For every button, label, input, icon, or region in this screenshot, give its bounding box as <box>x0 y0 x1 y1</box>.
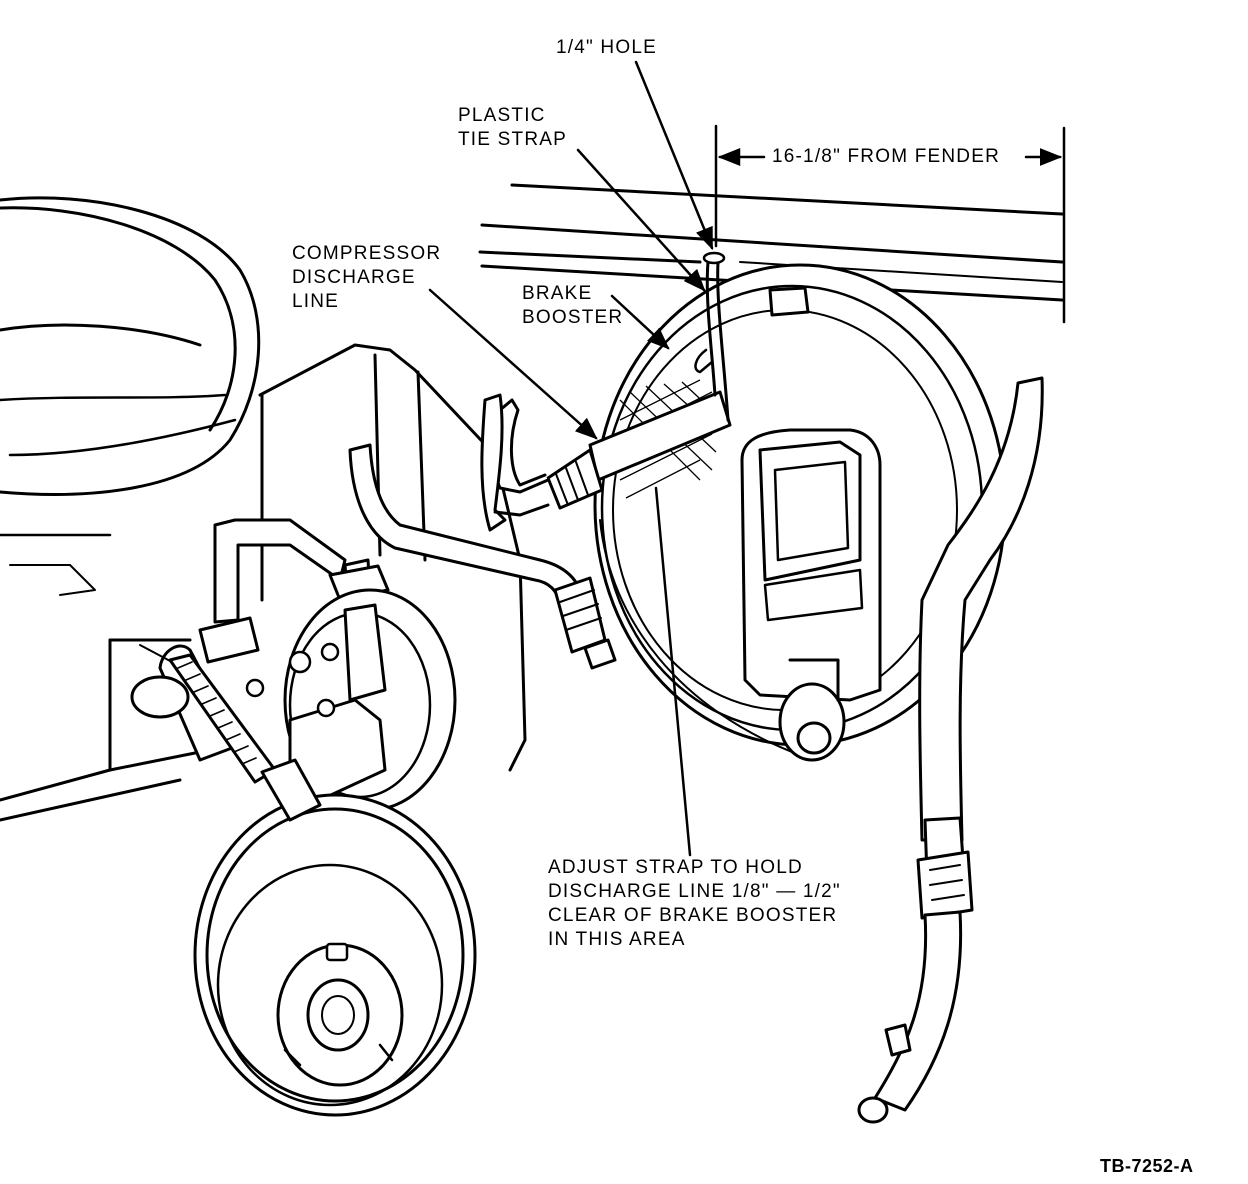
ac-compressor <box>130 588 477 1117</box>
label-adjust-note: ADJUST STRAP TO HOLD DISCHARGE LINE 1/8"… <box>548 856 841 952</box>
label-discharge-line-1: COMPRESSOR <box>292 243 442 264</box>
heater-hose <box>857 376 1044 1124</box>
label-dimension-text: 16-1/8" FROM FENDER <box>772 146 1001 167</box>
suction-line-fitting <box>553 576 617 670</box>
label-adjust-note-line-2: DISCHARGE LINE 1/8" — 1/2" <box>548 881 841 902</box>
master-cylinder <box>740 428 882 762</box>
label-adjust-note-line-1: ADJUST STRAP TO HOLD <box>548 857 803 878</box>
label-brake-booster: BRAKE BOOSTER <box>522 282 623 330</box>
label-adjust-note-line-4: IN THIS AREA <box>548 929 686 950</box>
figure-code: TB-7252-A <box>1100 1154 1194 1178</box>
label-discharge-line-2: DISCHARGE <box>292 267 416 288</box>
label-dimension: 16-1/8" FROM FENDER <box>772 145 1000 169</box>
air-cleaner <box>0 196 261 596</box>
label-tie-strap: PLASTIC TIE STRAP <box>458 104 567 152</box>
plastic-tie-strap <box>694 251 730 422</box>
label-discharge-line-3: LINE <box>292 291 340 312</box>
clutch-wire <box>139 644 322 822</box>
dimension-lines <box>714 124 1066 324</box>
compressor-discharge-line <box>480 251 732 532</box>
label-hole-text: 1/4" HOLE <box>556 37 657 58</box>
label-discharge-line: COMPRESSOR DISCHARGE LINE <box>292 242 441 314</box>
label-adjust-note-line-3: CLEAR OF BRAKE BOOSTER <box>548 905 838 926</box>
label-brake-booster-line-1: BRAKE <box>522 283 593 304</box>
label-hole: 1/4" HOLE <box>556 36 657 60</box>
suction-line <box>348 443 617 670</box>
engine-block <box>0 343 527 822</box>
figure-code-text: TB-7252-A <box>1100 1156 1194 1176</box>
discharge-line-fitting <box>546 448 604 510</box>
label-brake-booster-line-2: BOOSTER <box>522 307 624 328</box>
leader-lines <box>428 60 714 857</box>
label-tie-strap-line-1: PLASTIC <box>458 105 546 126</box>
label-tie-strap-line-2: TIE STRAP <box>458 129 567 150</box>
